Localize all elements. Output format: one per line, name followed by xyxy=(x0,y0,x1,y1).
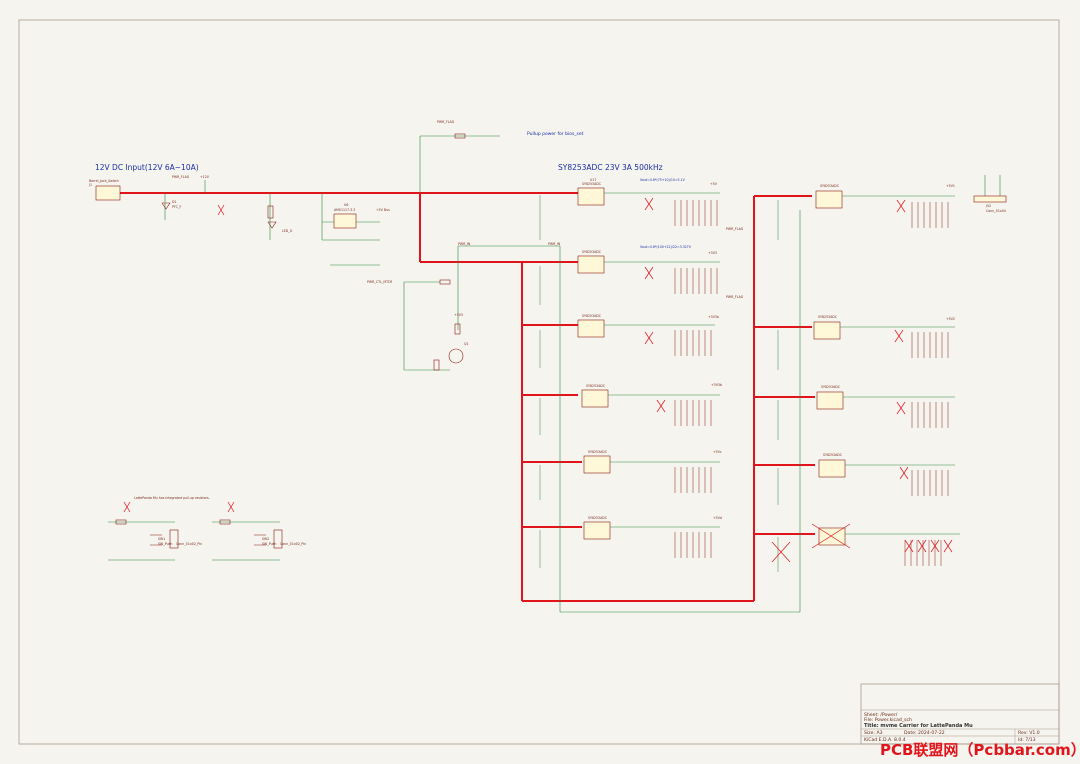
net-3v3a: +3V3a xyxy=(708,315,719,319)
vout-formula-3v3: Vout=0.6*(100+22)/22=3.327V xyxy=(640,245,692,249)
resistor xyxy=(439,279,451,285)
net-pwr-in: PWR_IN xyxy=(458,242,471,246)
sw1-ref: SW1 xyxy=(158,537,165,541)
led-label: LED_G xyxy=(282,229,293,233)
regulator-ic xyxy=(818,459,846,478)
sw1-label: SW_Push xyxy=(158,542,172,546)
net-12v: +12V xyxy=(200,175,210,179)
title-block-rev: Rev: V1.0 xyxy=(1018,730,1040,736)
sw2-ref: SW2 xyxy=(262,537,269,541)
reg-label-3: SY8253ADC xyxy=(582,314,602,318)
net-5v-bus: +5V Bus xyxy=(376,208,390,212)
barrel-jack xyxy=(95,185,121,201)
pwr-flag-3v3: PWR_FLAG xyxy=(726,295,744,299)
net-pwr-ctl: PWR_CTL_MTCR xyxy=(367,280,393,284)
title-block-file: File: Power.kicad_sch xyxy=(864,717,912,723)
net-3v3b: +3V3b xyxy=(711,383,722,387)
reg-label-8: SY8253ADC xyxy=(818,315,838,319)
j1-ref: J1 xyxy=(88,183,92,187)
regulator-ic xyxy=(583,521,611,540)
net-5vc: +5Vc xyxy=(713,450,722,454)
q1-ref: Q1 xyxy=(464,342,469,346)
vout-formula-5v: Vout=0.6*(75+10)/10=5.1V xyxy=(640,178,686,182)
regulator-ic xyxy=(813,321,841,340)
barrel-jack-label: Barrel_Jack_Switch xyxy=(89,179,119,183)
net-5vd: +5Vd xyxy=(713,516,722,520)
title-block-sheet: Sheet: /Power/ xyxy=(864,712,898,718)
input-section xyxy=(95,133,1007,371)
net-pwr-in-2: PWR_IN xyxy=(548,242,561,246)
reg-label-4: SY8253ADC xyxy=(586,384,606,388)
sheet-frame xyxy=(18,19,1060,745)
net-5v2: +5V2 xyxy=(946,317,955,321)
pwr-flag-5v: PWR_FLAG xyxy=(726,227,744,231)
dnp-mark xyxy=(771,523,851,563)
input-section-title: 12V DC Input(12V 6A~10A) xyxy=(95,163,199,172)
header-label: Conn_01x04 xyxy=(986,209,1006,213)
regulator-block-right xyxy=(771,190,960,572)
net-5v1: +5V1 xyxy=(946,184,955,188)
watermark: PCB联盟网（Pcbbar.com） xyxy=(880,741,1080,759)
ldo-ic xyxy=(333,213,357,229)
title-block-id: Id: 7/13 xyxy=(1018,737,1036,743)
regulator-ic xyxy=(581,389,609,408)
reg-label-2: SY8253ADC xyxy=(582,250,602,254)
reg-label-7: SY8253ADC xyxy=(820,184,840,188)
title-block: Sheet: /Power/ File: Power.kicad_sch Tit… xyxy=(860,683,1060,745)
jumper-label-1: Conn_01x02_Pin xyxy=(176,542,202,546)
j52-ref: J52 xyxy=(985,204,991,208)
u17-ref: U17 xyxy=(590,178,596,182)
title-block-kicad: KiCad E.D.A. 8.0.4 xyxy=(864,737,906,743)
reg-label-1: SY8253ADC xyxy=(582,182,602,186)
regulator-block-left xyxy=(539,187,720,568)
resistor xyxy=(454,323,461,335)
power-wires xyxy=(120,192,815,602)
regulator-ic xyxy=(577,187,605,206)
reg-label-10: SY8253ADC xyxy=(823,453,843,457)
pullup-section-title: Pullup power for bios_set xyxy=(527,131,584,137)
resistor xyxy=(454,133,466,139)
capacitor-banks xyxy=(674,200,949,566)
regulator-ic xyxy=(815,190,843,209)
reg-label-5: SY8253ADC xyxy=(588,450,608,454)
reg-label-6: SY8253ADC xyxy=(588,516,608,520)
ldo-label: AMS1117-3.3 xyxy=(334,208,355,212)
u6-ref: U6 xyxy=(344,203,348,207)
led-symbol xyxy=(267,221,277,229)
regulator-ic xyxy=(577,319,605,338)
pullup-note: LattePanda Mu has integrated pull-up res… xyxy=(134,496,210,500)
title-block-title: Title: mvme Carrier for LattePanda Mu xyxy=(864,723,973,729)
sw2-label: SW_Push xyxy=(262,542,276,546)
title-block-size: Size: A3 xyxy=(864,730,883,736)
net-3v3-pullup: +3V3 xyxy=(454,313,463,317)
regulator-ic xyxy=(816,391,844,410)
net-3v3: +3V3 xyxy=(708,251,717,255)
dnp-crosses xyxy=(123,197,953,553)
fuse-label: PTC_F xyxy=(172,205,182,209)
d1-ref: D1 xyxy=(172,200,176,204)
pwr-flag-label: PWR_FLAG xyxy=(172,175,190,179)
switch-section xyxy=(115,519,283,549)
resistor xyxy=(433,359,440,371)
resistor xyxy=(267,205,274,219)
regulator-ic xyxy=(577,255,605,274)
jumper-label-2: Conn_01x02_Pin xyxy=(280,542,306,546)
net-5v: +5V xyxy=(710,182,718,186)
mosfet-symbol xyxy=(448,348,464,364)
title-block-date: Date: 2024-07-22 xyxy=(904,730,945,736)
header-connector xyxy=(973,195,1007,203)
regulator-ic xyxy=(583,455,611,474)
signal-wires xyxy=(108,135,1001,613)
pwr-flag-label-2: PWR_FLAG xyxy=(437,120,455,124)
regulator-section-title: SY8253ADC 23V 3A 500kHz xyxy=(558,163,663,172)
reg-label-9: SY8253ADC xyxy=(821,385,841,389)
diode-symbol xyxy=(161,202,171,210)
